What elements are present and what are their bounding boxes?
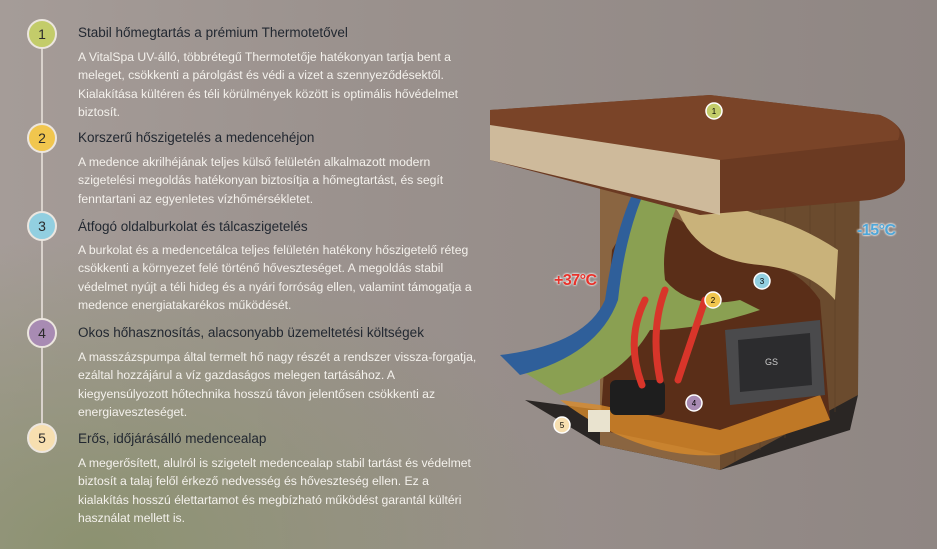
massage-pump	[610, 380, 665, 415]
feature-title: Korszerű hőszigetelés a medencehéjon	[78, 130, 315, 145]
marker-1: 1	[705, 102, 723, 120]
heat-glow	[560, 395, 830, 456]
svg-text:3: 3	[760, 277, 765, 286]
feature-title: Okos hőhasznosítás, alacsonyabb üzemelte…	[78, 325, 424, 340]
feature-text: A masszázspumpa által termelt hő nagy ré…	[78, 350, 477, 419]
marker-5: 5	[553, 416, 571, 434]
feature-title: Erős, időjárásálló medencealap	[78, 431, 267, 446]
control-box-label: GS	[765, 357, 778, 367]
svg-text:2: 2	[711, 296, 716, 305]
feature-number-badge: 2	[27, 123, 57, 153]
inside-temperature-label: +37°C	[554, 272, 597, 289]
feature-title: Stabil hőmegtartás a prémium Thermotetőv…	[78, 25, 348, 40]
feature-title: Átfogó oldalburkolat és tálcaszigetelés	[78, 219, 308, 234]
pump-fitting	[588, 410, 610, 432]
heat-arrows-icon	[630, 286, 709, 389]
svg-text:1: 1	[712, 107, 717, 116]
svg-text:5: 5	[560, 421, 565, 430]
feature-number-badge: 4	[27, 318, 57, 348]
outside-temperature-label: -15°C	[857, 222, 896, 239]
feature-text: A burkolat és a medencetálca teljes felü…	[78, 243, 472, 312]
cover-foam-core	[490, 125, 720, 215]
feature-text: A medence akrilhéjának teljes külső felü…	[78, 155, 444, 206]
marker-3: 3	[753, 272, 771, 290]
feature-number-badge: 5	[27, 423, 57, 453]
svg-text:4: 4	[692, 399, 697, 408]
feature-number-badge: 3	[27, 211, 57, 241]
feature-text: A VitalSpa UV-álló, többrétegű Thermotet…	[78, 50, 459, 119]
feature-text: A megerősített, alulról is szigetelt med…	[78, 456, 471, 525]
marker-2: 2	[704, 291, 722, 309]
feature-number-badge: 1	[27, 19, 57, 49]
acrylic-shell	[500, 188, 645, 375]
marker-4: 4	[685, 394, 703, 412]
